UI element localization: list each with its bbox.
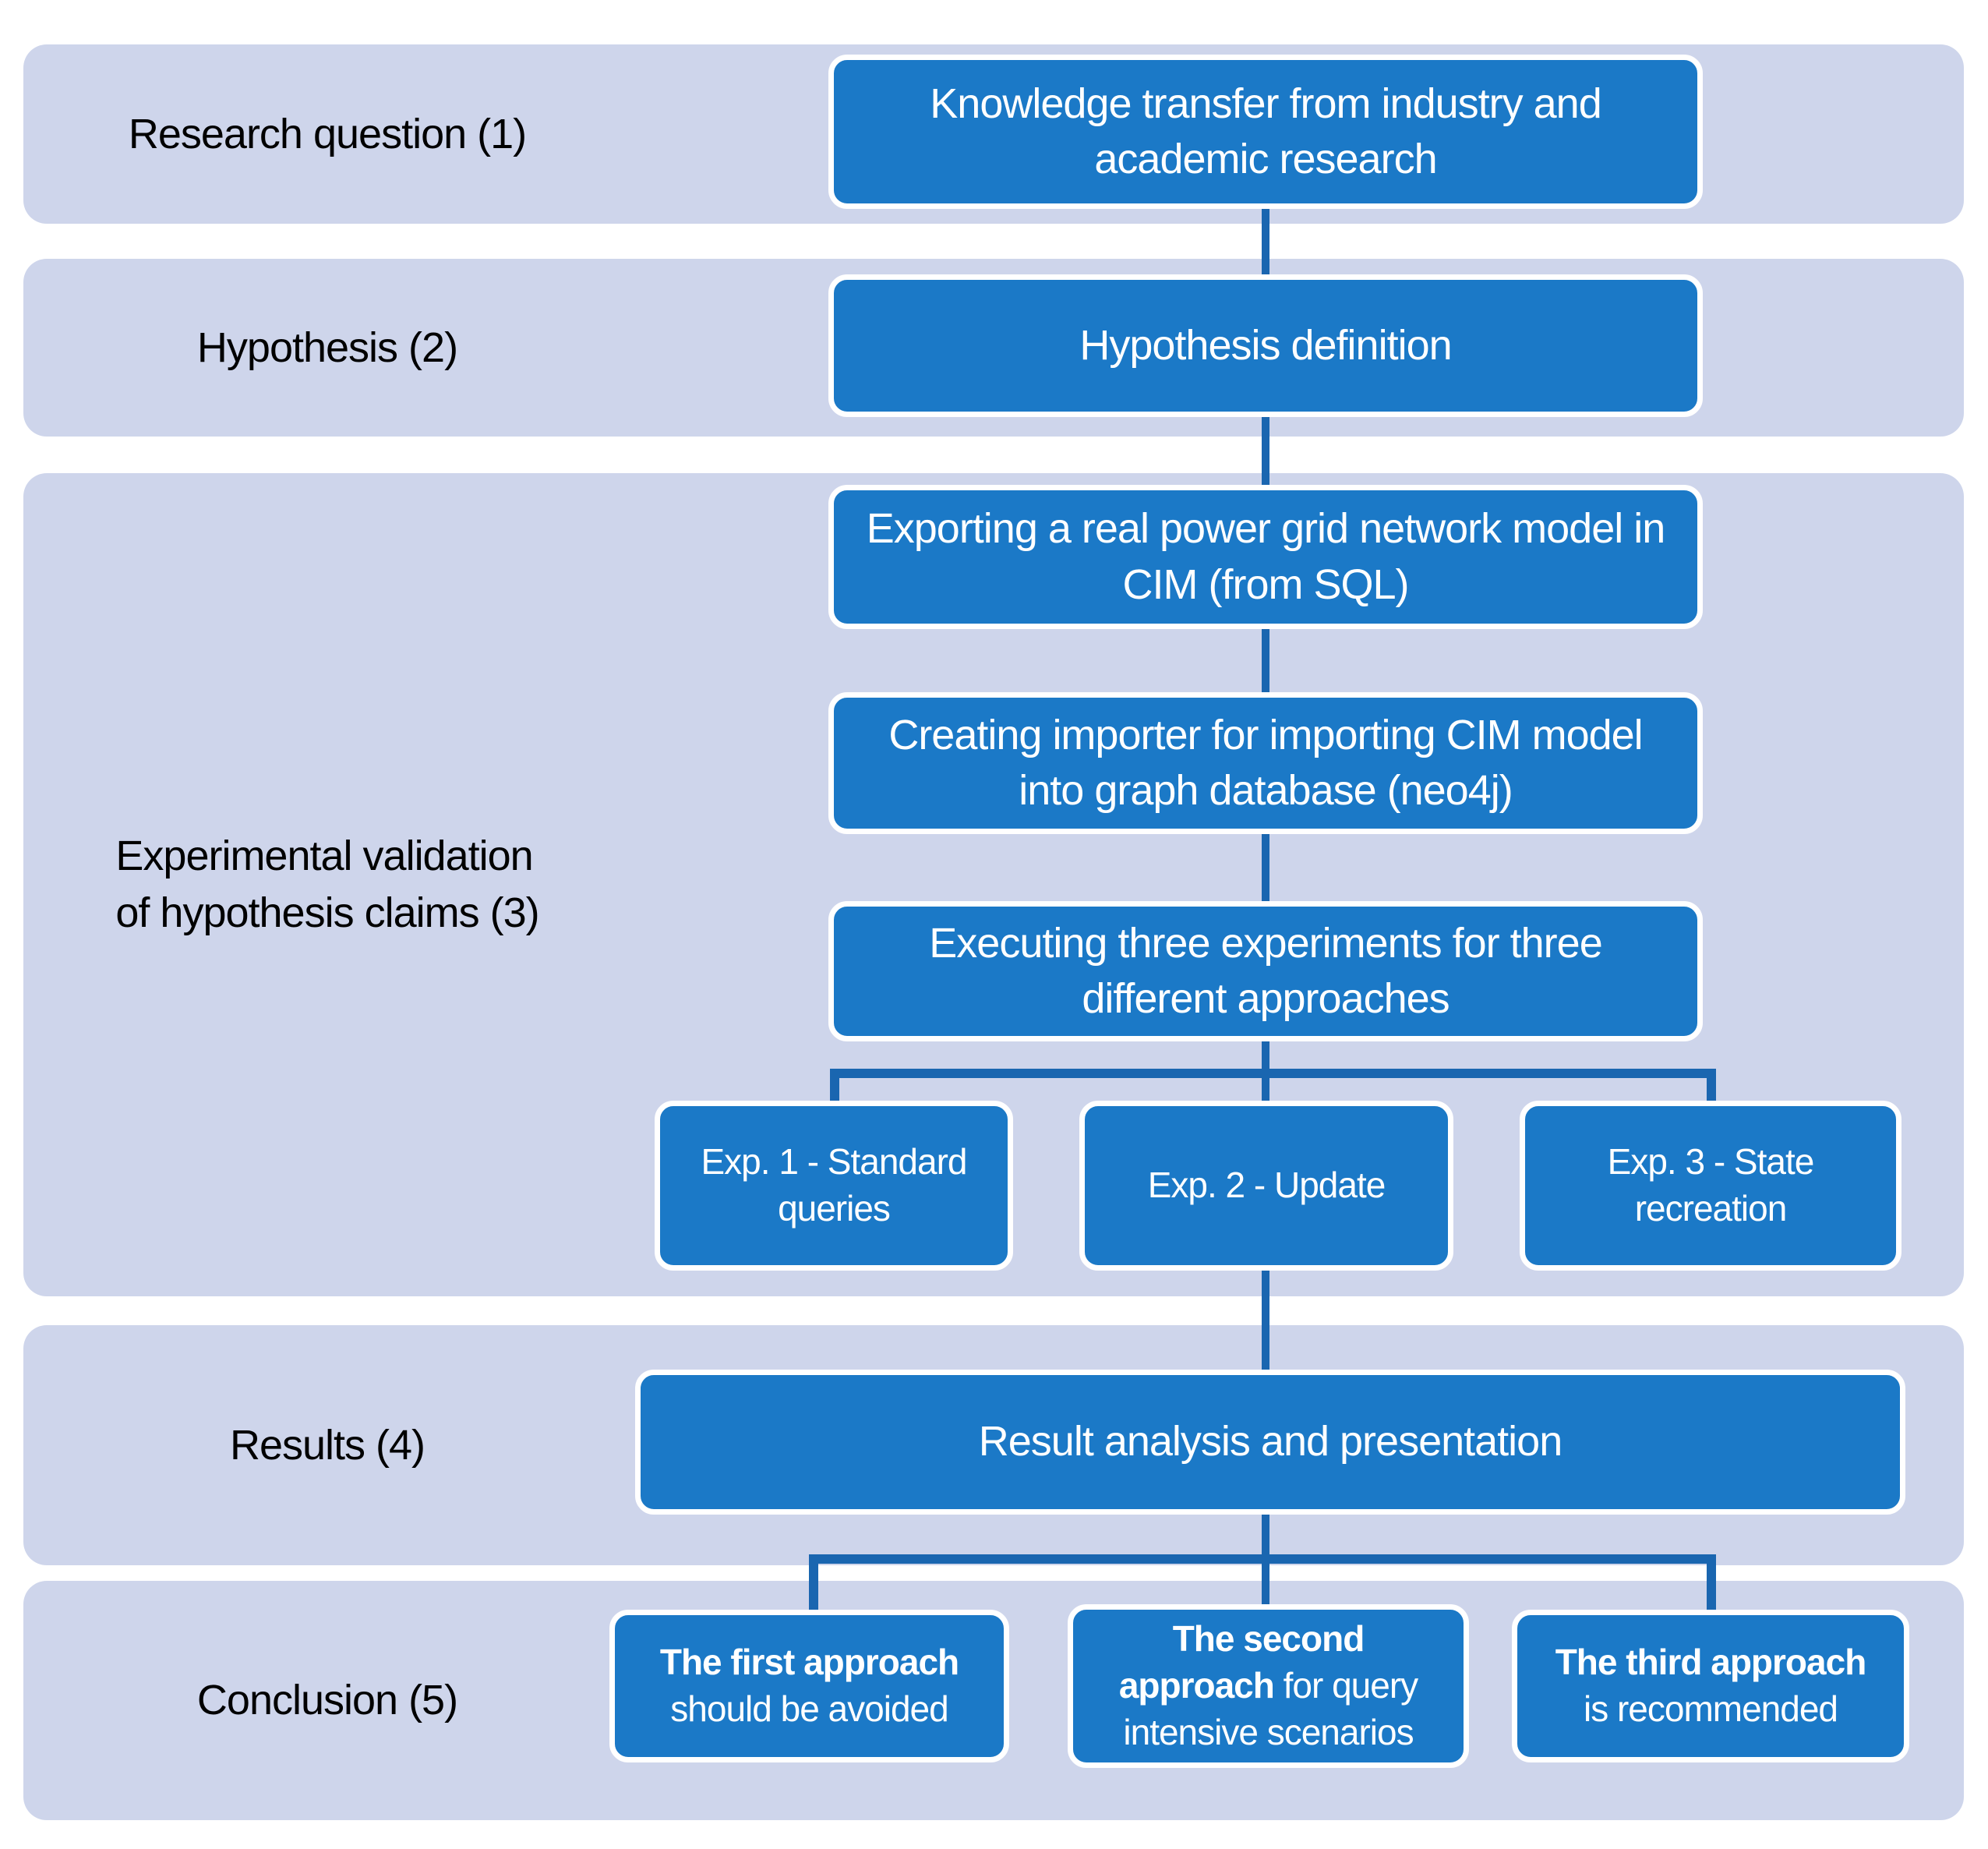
connector-executing-to-branch	[1262, 1037, 1269, 1072]
connector-rq-to-hypothesis	[1262, 205, 1269, 279]
label-experimental-validation: Experimental validation of hypothesis cl…	[115, 833, 539, 936]
conclusion1-bold: The first approach	[659, 1642, 959, 1683]
node-create-importer-text: Creating importer for importing CIM mode…	[888, 711, 1643, 814]
label-results: Results (4)	[229, 1421, 425, 1469]
node-hypothesis-definition-text: Hypothesis definition	[1079, 321, 1452, 369]
branch-stub-conclusion2	[1262, 1554, 1269, 1614]
connector-export-to-importer	[1262, 624, 1269, 698]
branch-stub-conclusion1	[809, 1554, 818, 1614]
branch-stub-exp2	[1262, 1069, 1269, 1106]
node-exp1-text: Exp. 1 - Standard queries	[701, 1141, 968, 1229]
connector-exp2-to-results	[1262, 1267, 1269, 1373]
node-export-cim-model: Exporting a real power grid network mode…	[828, 485, 1703, 629]
conclusion1-regular: should be avoided	[670, 1688, 948, 1729]
branch-bar-experiments	[830, 1069, 1716, 1078]
node-exp2-update: Exp. 2 - Update	[1079, 1101, 1453, 1271]
node-knowledge-transfer-text: Knowledge transfer from industry and aca…	[930, 80, 1601, 182]
node-conclusion1-text: The first approach should be avoided	[637, 1639, 982, 1733]
label-hypothesis: Hypothesis (2)	[196, 323, 458, 371]
node-exp2-text: Exp. 2 - Update	[1147, 1165, 1386, 1206]
node-execute-experiments-text: Executing three experiments for three di…	[929, 919, 1602, 1022]
node-conclusion2-text: The second approach for query intensive …	[1095, 1616, 1442, 1755]
connector-hypothesis-to-export	[1262, 413, 1269, 491]
connector-results-to-branch	[1262, 1511, 1269, 1557]
node-execute-experiments: Executing three experiments for three di…	[828, 901, 1703, 1041]
node-knowledge-transfer: Knowledge transfer from industry and aca…	[828, 55, 1703, 209]
node-conclusion-first-approach: The first approach should be avoided	[609, 1610, 1009, 1762]
node-conclusion-second-approach: The second approach for query intensive …	[1068, 1604, 1469, 1768]
node-result-analysis-text: Result analysis and presentation	[978, 1418, 1563, 1465]
node-exp3-text: Exp. 3 - State recreation	[1607, 1141, 1815, 1229]
conclusion3-bold: The third approach	[1555, 1642, 1867, 1683]
connector-importer-to-executing	[1262, 830, 1269, 907]
branch-stub-conclusion3	[1707, 1554, 1716, 1614]
conclusion2-regular: for query intensive scenarios	[1123, 1665, 1418, 1752]
node-exp3-state-recreation: Exp. 3 - State recreation	[1520, 1101, 1901, 1271]
node-export-cim-model-text: Exporting a real power grid network mode…	[866, 505, 1666, 608]
label-conclusion: Conclusion (5)	[196, 1677, 458, 1724]
conclusion2-bold: The second approach	[1118, 1618, 1365, 1706]
node-conclusion-third-approach: The third approach is recommended	[1512, 1610, 1909, 1762]
branch-stub-exp1	[830, 1069, 839, 1106]
node-result-analysis: Result analysis and presentation	[635, 1370, 1905, 1515]
node-exp1-standard-queries: Exp. 1 - Standard queries	[655, 1101, 1013, 1271]
node-create-importer: Creating importer for importing CIM mode…	[828, 692, 1703, 834]
branch-stub-exp3	[1707, 1069, 1716, 1106]
node-hypothesis-definition: Hypothesis definition	[828, 274, 1703, 417]
label-research-question: Research question (1)	[128, 110, 527, 157]
node-conclusion3-text: The third approach is recommended	[1539, 1639, 1882, 1733]
conclusion3-regular: is recommended	[1583, 1688, 1838, 1729]
